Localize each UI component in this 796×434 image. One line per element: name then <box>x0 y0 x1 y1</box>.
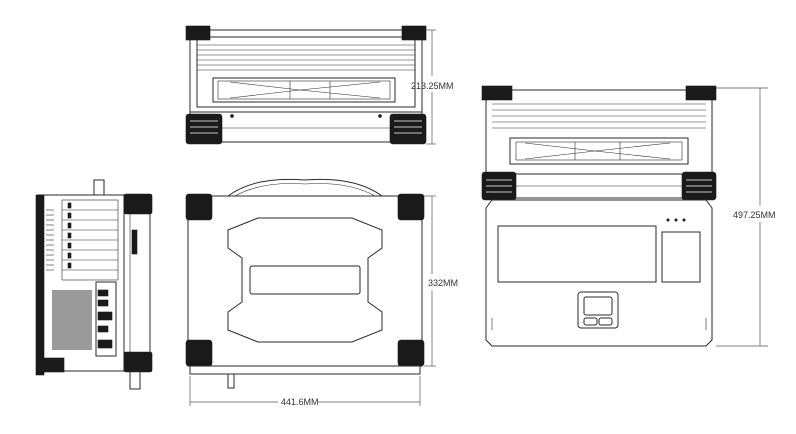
top-view: 213.25MM <box>185 25 454 145</box>
open-view: 497.25MM <box>481 85 776 347</box>
dimension-label-open-height: 497.25MM <box>733 210 776 220</box>
dimension-label-top-depth: 213.25MM <box>411 81 454 91</box>
dimension-label-front-height: 332MM <box>428 278 458 288</box>
side-view <box>35 179 153 390</box>
front-view: 332MM 441.6MM <box>185 178 458 407</box>
dimension-label-front-width: 441.6MM <box>281 397 319 407</box>
